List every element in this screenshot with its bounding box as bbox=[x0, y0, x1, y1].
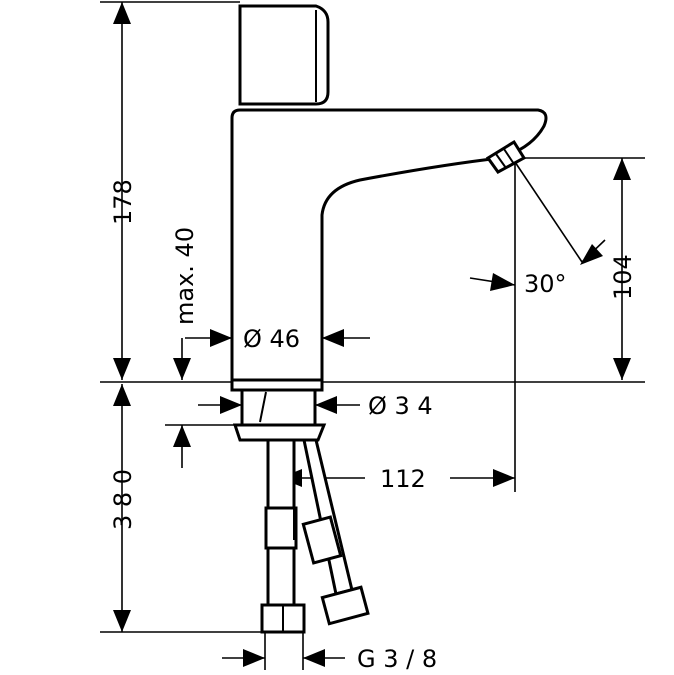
dim-380 bbox=[100, 384, 280, 633]
dim-max-40-label: max. 40 bbox=[171, 227, 199, 325]
dim-diameter-34-label: Ø 3 4 bbox=[368, 392, 433, 420]
dim-max-40 bbox=[165, 338, 240, 468]
dim-diameter-46-label: Ø 46 bbox=[243, 325, 300, 353]
dim-g3-8-label: G 3 / 8 bbox=[357, 645, 437, 673]
dim-diameter-46 bbox=[185, 329, 370, 347]
dim-30-degree-label: 30° bbox=[524, 270, 567, 298]
dim-30-degree bbox=[469, 161, 606, 291]
dim-112-label: 112 bbox=[380, 465, 426, 493]
dim-104-label: 104 bbox=[609, 254, 637, 300]
dim-178-label: 178 bbox=[109, 179, 137, 225]
dim-178 bbox=[100, 1, 240, 380]
dim-380-label: 3 8 0 bbox=[109, 469, 137, 530]
dim-g3-8 bbox=[222, 632, 345, 670]
faucet-base-and-hoses bbox=[230, 378, 370, 634]
dim-diameter-34 bbox=[198, 396, 360, 414]
faucet-body bbox=[230, 4, 548, 382]
dim-104 bbox=[515, 157, 645, 380]
